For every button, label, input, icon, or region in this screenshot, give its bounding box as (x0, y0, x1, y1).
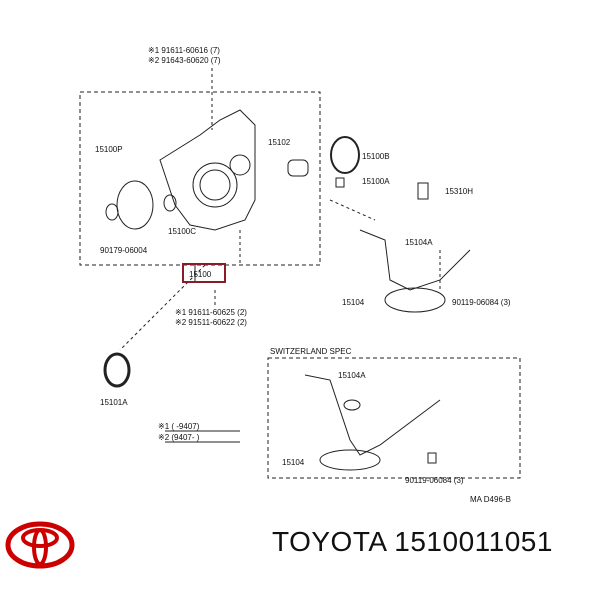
brand-name: TOYOTA (272, 526, 386, 557)
label-15100B: 15100B (362, 152, 390, 161)
parts-diagram: ※1 91611-60616 (7) ※2 91643-60620 (7) 15… (79, 46, 521, 504)
label-swiss-90119: 90119-06084 (3) (405, 476, 464, 485)
highlighted-part-box (182, 263, 226, 283)
note-2: ※2 (9407- ) (158, 433, 200, 442)
assembly-box (79, 91, 321, 266)
label-15310H: 15310H (445, 187, 473, 196)
toyota-logo-icon (5, 521, 75, 569)
label-15104: 15104 (342, 298, 365, 307)
label-15100P: 15100P (95, 145, 123, 154)
part-number: 1510011051 (394, 526, 553, 557)
oil-pump-body (159, 109, 256, 231)
note-1: ※1 ( -9407) (158, 422, 200, 431)
label-15100: 15100 (189, 270, 212, 279)
label-90119: 90119-06084 (3) (452, 298, 511, 307)
diagram-code: MA D496-B (470, 495, 511, 504)
label-switzerland-spec: SWITZERLAND SPEC (270, 347, 352, 356)
switzerland-box (267, 357, 521, 479)
label-15104A: 15104A (405, 238, 433, 247)
label-15101A: 15101A (100, 398, 128, 407)
label-bolt1-bottom: ※1 91611-60625 (2) (175, 308, 247, 317)
label-15102: 15102 (268, 138, 291, 147)
label-15100C: 15100C (168, 227, 196, 236)
label-90179: 90179-06004 (100, 246, 148, 255)
label-bolt1-top: ※1 91611-60616 (7) (148, 46, 220, 55)
label-bolt2-bottom: ※2 91511-60622 (2) (175, 318, 247, 327)
label-swiss-15104A: 15104A (338, 371, 366, 380)
label-swiss-15104: 15104 (282, 458, 305, 467)
label-15100A: 15100A (362, 177, 390, 186)
product-title: TOYOTA 1510011051 (272, 526, 553, 558)
rotor-gear (116, 180, 154, 230)
label-bolt2-top: ※2 91643-60620 (7) (148, 56, 221, 65)
